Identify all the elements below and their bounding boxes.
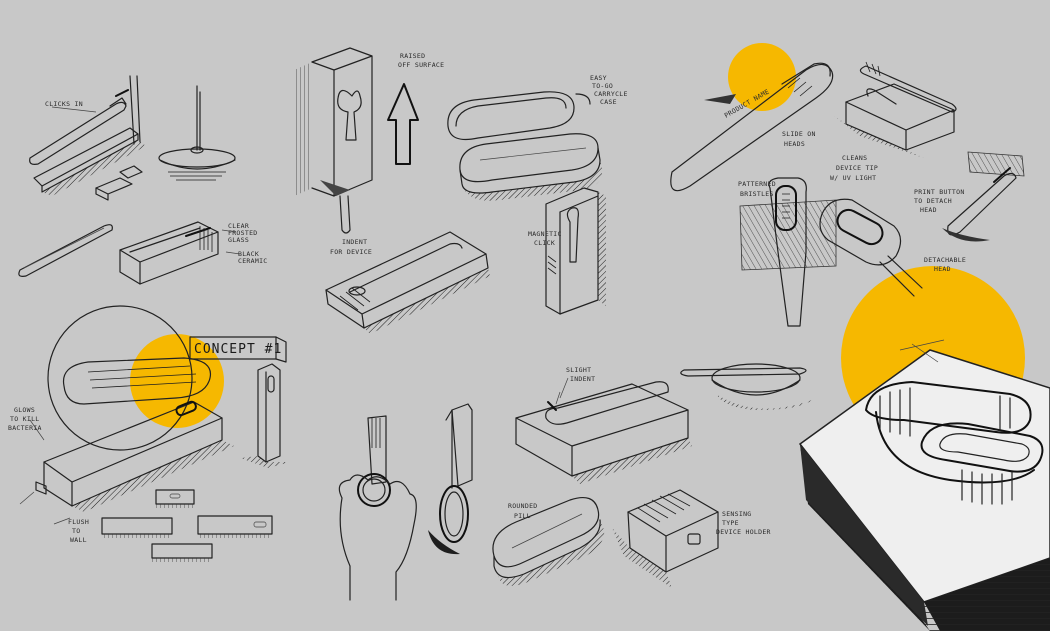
note-clear-1: CLEAR: [228, 222, 249, 230]
concept-label: CONCEPT #1: [194, 342, 282, 357]
note-slide-2: HEADS: [784, 140, 805, 148]
note-ceramic-2: CERAMIC: [238, 257, 268, 265]
sketch-hero-render: [798, 339, 1050, 631]
note-easy-3: CARRYCLE: [594, 90, 628, 98]
note-pill-1: ROUNDED: [508, 502, 538, 510]
sketch-slight-indent: SLIGHT INDENT: [515, 366, 692, 484]
note-glows-1: GLOWS: [14, 406, 35, 414]
note-magnetic-2: CLICK: [534, 239, 555, 247]
sketch-pedestal-dish: [158, 85, 236, 181]
note-cleans-2: DEVICE TIP: [836, 164, 878, 172]
sketch-wall-holder: RAISED OFF SURFACE: [294, 47, 444, 234]
note-clicks-in: CLICKS IN: [45, 100, 83, 108]
note-print-3: HEAD: [920, 206, 937, 214]
sketch-brush-heads: PATTERNED BRISTLES DETACHABLE HEAD: [738, 177, 966, 327]
note-indent-2: FOR DEVICE: [330, 248, 372, 256]
sketch-magnetic-panel: MAGNETIC CLICK: [528, 187, 606, 315]
note-glows-2: TO KILL: [10, 415, 40, 423]
sketch-small-blocks: [95, 165, 143, 201]
sketch-profile-blocks: [101, 489, 273, 562]
note-flush-3: WALL: [70, 536, 87, 544]
note-glows-3: BACTERIA: [8, 424, 42, 432]
sketch-concept-one: CONCEPT #1 GLOWS TO KILL BACTERIA FLUSH …: [8, 305, 287, 544]
note-pill-2: PILL: [514, 512, 531, 520]
accent-circle-top: [728, 43, 796, 111]
note-cleans-1: CLEANS: [842, 154, 867, 162]
sketch-uv-pen: PRINT BUTTON TO DETACH HEAD: [914, 151, 1025, 242]
note-flush-2: TO: [72, 527, 80, 535]
note-sensing-1: SENSING: [722, 510, 752, 518]
sketch-box-brush: CLEANS DEVICE TIP W/ UV LIGHT: [830, 61, 957, 182]
note-detach-1: DETACHABLE: [924, 256, 966, 264]
sketch-brush-dish: [680, 363, 812, 410]
note-cleans-3: W/ UV LIGHT: [830, 174, 876, 182]
note-easy-1: EASY: [590, 74, 607, 82]
note-slide-1: SLIDE ON: [782, 130, 816, 138]
note-sensing-3: DEVICE HOLDER: [716, 528, 771, 536]
sketch-hand-device: [338, 403, 473, 601]
sketch-pill-outline: [18, 224, 113, 277]
note-sensing-2: TYPE: [722, 519, 739, 527]
sketch-glass-box: CLEAR FROSTED GLASS BLACK CERAMIC: [119, 221, 268, 285]
note-easy-2: TO-GO: [592, 82, 613, 90]
accent-circle-left: [130, 334, 224, 428]
sketch-toothbrush-base: CLICKS IN: [29, 75, 146, 196]
note-print-1: PRINT BUTTON: [914, 188, 965, 196]
note-slight-2: INDENT: [570, 375, 595, 383]
sketch-rounded-pill: ROUNDED PILL: [492, 497, 605, 586]
sketch-indent-tray: INDENT FOR DEVICE: [325, 231, 490, 334]
note-patterned-2: BRISTLES: [740, 190, 774, 198]
note-raised-2: OFF SURFACE: [398, 61, 444, 69]
note-ceramic-1: BLACK: [238, 250, 259, 258]
note-raised-1: RAISED: [400, 52, 425, 60]
sketch-wall-tower: [240, 363, 290, 468]
note-easy-4: CASE: [600, 98, 617, 106]
note-magnetic-1: MAGNETIC: [528, 230, 562, 238]
sketch-sensing-holder: SENSING TYPE DEVICE HOLDER: [612, 489, 771, 588]
note-patterned-1: PATTERNED: [738, 180, 776, 188]
note-indent-1: INDENT: [342, 238, 367, 246]
note-slight-1: SLIGHT: [566, 366, 591, 374]
sketch-carry-case: EASY TO-GO CARRYCLE CASE: [447, 74, 628, 201]
note-clear-2: FROSTED: [228, 229, 258, 237]
note-print-2: TO DETACH: [914, 197, 952, 205]
note-detach-2: HEAD: [934, 265, 951, 273]
note-flush-1: FLUSH: [68, 518, 89, 526]
note-clear-3: GLASS: [228, 236, 249, 244]
